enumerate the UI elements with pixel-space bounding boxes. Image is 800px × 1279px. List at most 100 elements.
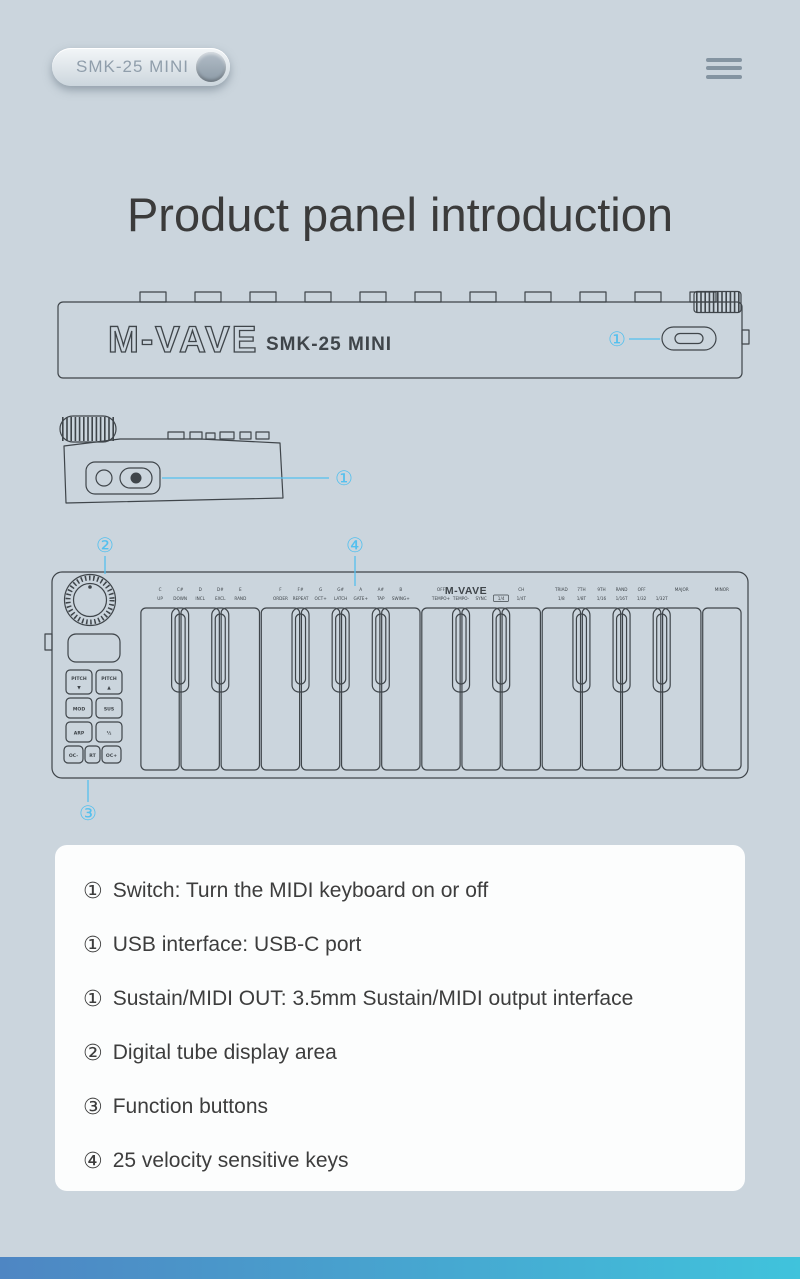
callout-keys: ④ [346,533,364,586]
svg-text:TEMPO-: TEMPO- [452,596,470,601]
function-buttons: PITCH ▼ PITCH ▲ MOD SUS ARP ½ [63,669,123,764]
svg-text:1/16: 1/16 [597,596,607,601]
velocity-keys [140,607,742,771]
item-text: Sustain/MIDI OUT: 3.5mm Sustain/MIDI out… [112,987,634,1010]
svg-text:ARP: ARP [74,731,85,737]
svg-text:③: ③ [79,801,97,825]
svg-text:ORDER: ORDER [273,596,288,601]
menu-bar [706,74,742,79]
svg-text:CH: CH [518,587,524,592]
top-view-diagram: PITCH ▼ PITCH ▲ MOD SUS ARP ½ [44,533,749,825]
item-text: 25 velocity sensitive keys [112,1149,349,1172]
front-view-diagram: M-VAVE SMK-25 MINI ① [57,290,750,379]
menu-bar [706,57,742,62]
keyboard-top-body [44,571,749,779]
rotary-knob-icon [63,573,117,627]
svg-text:RT: RT [89,753,96,759]
svg-text:RAND: RAND [616,587,628,592]
svg-text:1/4: 1/4 [498,596,505,601]
svg-text:TRIAD: TRIAD [554,587,568,592]
svg-text:GATE+: GATE+ [353,596,368,601]
svg-text:C#: C# [177,587,184,592]
svg-text:REPEAT: REPEAT [293,596,309,601]
item-number: ① [83,932,103,958]
legend-item: ④ 25 velocity sensitive keys [83,1134,717,1188]
button-pitch-down: PITCH ▼ [65,669,93,695]
svg-text:SUS: SUS [104,707,114,713]
button-arp: ARP [65,721,93,743]
display-icon [67,633,121,663]
svg-text:B: B [399,587,402,592]
legend-item: ② Digital tube display area [83,1026,717,1080]
key-function-labels: CUPC#DOWNDINCLD#EXCLERANDFORDERF#REPEATG… [157,587,729,601]
item-text: Function buttons [112,1095,268,1118]
svg-text:½: ½ [107,730,112,737]
legend-card: ① Switch: Turn the MIDI keyboard on or o… [55,845,745,1191]
model-badge: SMK-25 MINI [52,48,230,86]
svg-text:①: ① [335,466,353,490]
data-wheel-icon [693,290,742,314]
svg-text:1/4T: 1/4T [517,596,527,601]
svg-text:1/8T: 1/8T [577,596,587,601]
svg-text:A#: A# [378,587,385,592]
svg-text:MINOR: MINOR [715,587,729,592]
sync-label-box [493,594,509,602]
button-rt: RT [84,745,101,764]
button-pitch-up: PITCH ▲ [95,669,123,695]
svg-text:7TH: 7TH [577,587,585,592]
svg-text:TEMPO+: TEMPO+ [431,596,451,601]
callout-buttons: ③ [79,780,97,825]
svg-text:EXCL: EXCL [215,596,226,601]
svg-text:PITCH: PITCH [101,676,117,682]
svg-text:A: A [359,587,362,592]
svg-text:MAJOR: MAJOR [675,587,689,592]
item-text: Switch: Turn the MIDI keyboard on or off [112,879,489,902]
legend-item: ③ Function buttons [83,1080,717,1134]
svg-text:OC-: OC- [69,753,78,759]
svg-text:MOD: MOD [73,707,85,713]
svg-text:1/16T: 1/16T [616,596,628,601]
svg-text:OCT+: OCT+ [314,596,327,601]
side-view-diagram: ① [59,415,353,504]
bottom-bar [0,1257,800,1279]
svg-text:LATCH: LATCH [334,596,347,601]
svg-text:TAP: TAP [376,596,385,601]
svg-text:1/32: 1/32 [637,596,647,601]
svg-text:SYNC: SYNC [475,596,486,601]
item-text: Digital tube display area [112,1041,337,1064]
svg-text:INCL: INCL [195,596,205,601]
svg-text:RAND: RAND [234,596,246,601]
svg-text:E: E [239,587,242,592]
brand-logo-top: M-VAVE [445,585,487,597]
svg-text:1/32T: 1/32T [656,596,668,601]
button-half: ½ [95,721,123,743]
legend-item: ① Sustain/MIDI OUT: 3.5mm Sustain/MIDI o… [83,972,717,1026]
svg-text:②: ② [96,533,114,557]
hamburger-menu-icon[interactable] [706,53,742,83]
item-number: ② [83,1040,103,1066]
item-text: USB interface: USB-C port [112,933,362,956]
svg-text:D#: D# [217,587,224,592]
svg-text:①: ① [608,327,626,351]
svg-text:F: F [279,587,282,592]
menu-bar [706,66,742,70]
button-oct-down: OC- [63,745,84,764]
svg-text:OFF: OFF [638,587,647,592]
item-number: ① [83,878,103,904]
button-oct-up: OC+ [101,745,122,764]
power-switch-icon [85,461,161,495]
svg-text:G#: G# [337,587,344,592]
callout-usb: ① [608,327,660,351]
callout-switch: ① [162,466,353,490]
legend-item: ① USB interface: USB-C port [83,918,717,972]
svg-text:SWING+: SWING+ [392,596,410,601]
svg-text:▼: ▼ [77,686,81,691]
item-number: ④ [83,1148,103,1174]
svg-text:DOWN: DOWN [173,596,187,601]
svg-text:▲: ▲ [107,686,111,691]
item-number: ① [83,986,103,1012]
badge-knob-icon [196,52,226,82]
svg-text:D: D [199,587,202,592]
badge-label: SMK-25 MINI [76,57,190,76]
